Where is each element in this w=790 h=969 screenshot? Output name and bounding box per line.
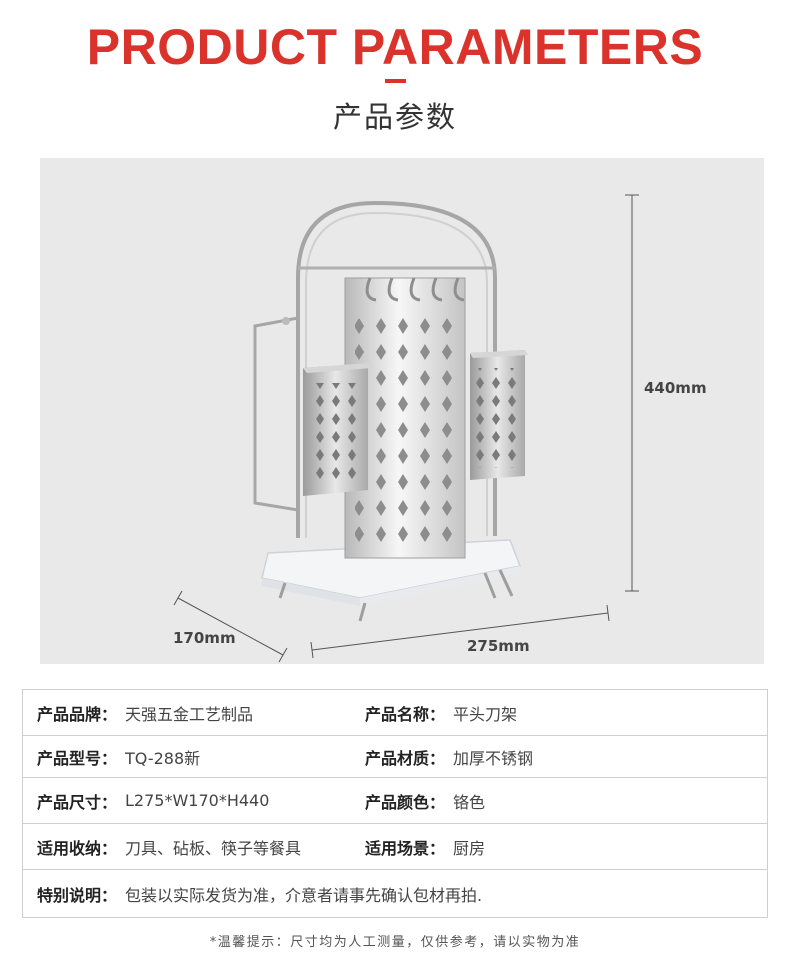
- knife-rack-illustration: [173, 194, 639, 663]
- note-value: 包装以实际发货为准，介意者请事先确认包材再拍.: [125, 885, 483, 905]
- length-dimension: 275mm: [467, 637, 530, 655]
- rack-frame: [296, 200, 497, 538]
- parameter-table: 产品品牌： 天强五金工艺制品 产品名称： 平头刀架 产品型号： TQ-288新 产品材…: [22, 689, 768, 918]
- brand-label: 产品品牌：: [37, 704, 118, 724]
- note-label: 特别说明：: [37, 885, 118, 905]
- depth-dimension: 170mm: [173, 629, 236, 647]
- size-label: 产品尺寸：: [37, 792, 118, 812]
- title-english: PRODUCT PARAMETERS: [86, 19, 704, 75]
- table-row: 产品尺寸： L275*W170*H440 产品颜色： 铬色: [22, 778, 768, 824]
- height-dimension: 440mm: [644, 379, 707, 397]
- table-row: 适用收纳： 刀具、砧板、筷子等餐具 适用场景： 厨房: [22, 824, 768, 870]
- model-value: TQ-288新: [125, 748, 201, 768]
- color-value: 铬色: [453, 792, 486, 812]
- title-chinese: 产品参数: [332, 100, 457, 134]
- title-accent-bar: [385, 79, 406, 83]
- material-label: 产品材质：: [365, 748, 446, 768]
- usage-value: 刀具、砧板、筷子等餐具: [125, 838, 302, 858]
- product-photo: 440mm 170mm 275mm: [40, 158, 764, 664]
- name-label: 产品名称：: [365, 704, 446, 724]
- material-value: 加厚不锈钢: [453, 748, 534, 768]
- color-label: 产品颜色：: [365, 792, 446, 812]
- brand-value: 天强五金工艺制品: [125, 704, 254, 724]
- usage-label: 适用收纳：: [37, 838, 118, 858]
- footnote: *温馨提示：尺寸均为人工测量，仅供参考，请以实物为准: [209, 935, 581, 950]
- table-row: 特别说明： 包装以实际发货为准，介意者请事先确认包材再拍.: [22, 870, 768, 918]
- model-label: 产品型号：: [37, 748, 118, 768]
- table-row: 产品品牌： 天强五金工艺制品 产品名称： 平头刀架: [22, 690, 768, 736]
- name-value: 平头刀架: [453, 704, 518, 724]
- scene-value: 厨房: [453, 838, 486, 858]
- size-value: L275*W170*H440: [125, 791, 270, 810]
- scene-label: 适用场景：: [365, 838, 446, 858]
- table-row: 产品型号： TQ-288新 产品材质： 加厚不锈钢: [22, 736, 768, 778]
